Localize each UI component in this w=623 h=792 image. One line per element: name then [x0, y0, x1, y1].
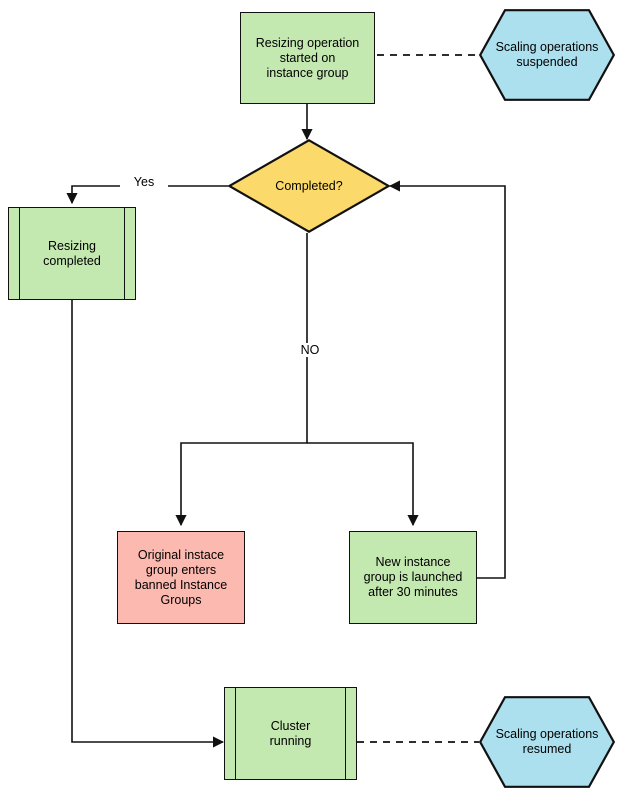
node-original-group-banned-label: Original instace group enters banned Ins…: [134, 547, 228, 607]
edge-label-yes: Yes: [120, 175, 168, 189]
node-completed-decision[interactable]: Completed?: [228, 139, 390, 233]
node-scaling-suspended-label: Scaling operations suspended: [495, 40, 599, 69]
edge-decision-yes-to-resizing-completed: [66, 185, 228, 205]
diamond-shape: [228, 139, 390, 233]
node-resizing-completed-label: Resizing completed: [43, 238, 101, 268]
node-completed-decision-label: Completed?: [275, 178, 343, 193]
node-cluster-running-label: Cluster running: [269, 718, 312, 748]
edge-no-bus-to-new-group: [307, 442, 419, 527]
edge-new-group-back-to-decision: [388, 180, 506, 579]
node-new-group-launched-label: New instance group is launched after 30 …: [363, 555, 463, 599]
node-scaling-suspended[interactable]: Scaling operations suspended: [479, 9, 615, 101]
node-resizing-started[interactable]: Resizing operation started on instance g…: [240, 12, 375, 104]
hexagon-shape: [479, 696, 615, 788]
edge-label-no: NO: [288, 343, 332, 357]
predefined-process-bar-right: [124, 208, 125, 299]
node-new-group-launched[interactable]: New instance group is launched after 30 …: [349, 531, 477, 624]
predefined-process-bar-left: [19, 208, 20, 299]
hexagon-shape: [479, 9, 615, 101]
predefined-process-bar-left: [235, 688, 236, 779]
node-cluster-running[interactable]: Cluster running: [224, 687, 357, 780]
node-original-group-banned[interactable]: Original instace group enters banned Ins…: [117, 531, 245, 624]
edge-resizing-completed-to-cluster-running: [71, 300, 225, 748]
edge-decision-no-bus: [175, 233, 308, 527]
node-resizing-completed[interactable]: Resizing completed: [8, 207, 136, 300]
node-scaling-resumed[interactable]: Scaling operations resumed: [479, 696, 615, 788]
node-resizing-started-label: Resizing operation started on instance g…: [255, 35, 360, 80]
node-scaling-resumed-label: Scaling operations resumed: [495, 727, 599, 756]
predefined-process-bar-right: [345, 688, 346, 779]
